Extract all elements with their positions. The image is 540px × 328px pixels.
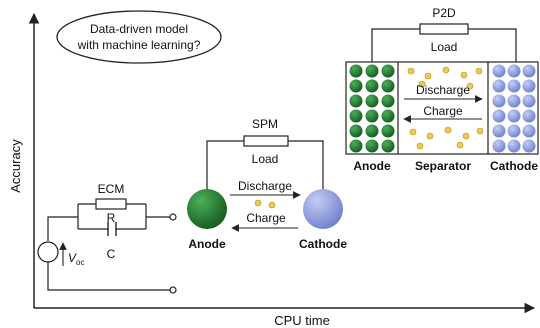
ecm-voltage-label: Voc [68, 251, 84, 267]
p2d-anode-particle [365, 109, 379, 123]
p2d-cathode-particle [507, 109, 521, 123]
p2d-separator-label: Separator [415, 159, 471, 173]
ecm-wire-bottom [47, 262, 170, 291]
p2d-anode-particle [381, 109, 395, 123]
p2d-charge-label: Charge [423, 104, 463, 118]
p2d-model: P2D Load Discharge Charge Anode Separato… [345, 6, 539, 173]
p2d-anode-particle [349, 124, 363, 138]
ecm-wire-top [47, 216, 78, 241]
data-driven-callout: Data-driven model with machine learning? [56, 10, 222, 64]
p2d-cathode-particle [522, 109, 536, 123]
spm-discharge-label: Discharge [238, 179, 292, 193]
p2d-anode-particle [381, 124, 395, 138]
p2d-anode-particle [365, 64, 379, 78]
p2d-ion [418, 80, 426, 88]
p2d-cathode-label: Cathode [490, 159, 538, 173]
ecm-voltage-source [37, 241, 59, 263]
ecm-resistor-label: R [107, 211, 116, 225]
p2d-ion [424, 72, 432, 80]
p2d-ion [466, 82, 474, 90]
ecm-title: ECM [98, 182, 125, 196]
spm-load-label: Load [252, 152, 279, 166]
p2d-title: P2D [432, 6, 456, 20]
p2d-cathode-particle [492, 64, 506, 78]
p2d-ion [476, 127, 484, 135]
p2d-cathode-particle [492, 139, 506, 153]
callout-ellipse [56, 10, 222, 64]
p2d-cathode-particle [507, 79, 521, 93]
p2d-ion [456, 141, 464, 149]
ecm-capacitor-label: C [107, 247, 116, 261]
p2d-anode-particle [365, 139, 379, 153]
x-axis-label: CPU time [274, 313, 330, 328]
p2d-anode-particle [349, 64, 363, 78]
ecm-resistor [95, 198, 127, 210]
p2d-cathode-particle [522, 139, 536, 153]
spm-cathode-label: Cathode [299, 237, 347, 251]
p2d-cathode-particles [492, 64, 536, 153]
p2d-ion [407, 67, 415, 75]
p2d-cathode-particle [507, 124, 521, 138]
p2d-cathode-particle [507, 139, 521, 153]
p2d-cathode-particle [522, 124, 536, 138]
spm-anode-label: Anode [188, 237, 226, 251]
p2d-cathode-particle [492, 79, 506, 93]
p2d-anode-particle [349, 109, 363, 123]
y-axis-label: Accuracy [8, 139, 23, 193]
p2d-anode-particle [365, 94, 379, 108]
p2d-load-resistor [419, 23, 469, 35]
ecm-terminal-top [169, 213, 177, 221]
callout-line-1: Data-driven model [90, 22, 188, 36]
p2d-ions [407, 66, 484, 150]
p2d-cathode-particle [522, 79, 536, 93]
ecm-voltage-subscript: oc [76, 258, 84, 267]
p2d-anode-particles [349, 64, 395, 153]
p2d-cell-frame [345, 61, 539, 155]
ecm-circuit: ECM R C Voc [37, 182, 177, 294]
p2d-cathode-particle [492, 109, 506, 123]
p2d-cathode-particle [522, 94, 536, 108]
p2d-ion [475, 67, 483, 75]
spm-model: SPM Load Discharge Charge Anode Cathode [187, 117, 347, 251]
spm-cathode-particle [303, 189, 343, 229]
p2d-load-label: Load [431, 40, 458, 54]
p2d-cathode-particle [522, 64, 536, 78]
spm-anode-particle [187, 189, 227, 229]
p2d-cathode-particle [507, 94, 521, 108]
p2d-ion [416, 142, 424, 150]
p2d-anode-particle [349, 94, 363, 108]
p2d-discharge-label: Discharge [416, 83, 470, 97]
spm-ion [268, 201, 276, 209]
callout-line-2: with machine learning? [77, 38, 201, 52]
p2d-anode-particle [365, 79, 379, 93]
p2d-cathode-particle [507, 64, 521, 78]
p2d-circuit-wire [371, 28, 517, 62]
p2d-anode-particle [381, 94, 395, 108]
p2d-ion [460, 71, 468, 79]
spm-load-resistor [243, 135, 289, 147]
p2d-anode-particle [349, 139, 363, 153]
p2d-ion [444, 126, 452, 134]
p2d-anode-particle [365, 124, 379, 138]
p2d-ion [442, 66, 450, 74]
p2d-anode-particle [381, 79, 395, 93]
spm-charge-label: Charge [246, 211, 286, 225]
spm-ion [254, 199, 262, 207]
spm-circuit-wire [206, 140, 324, 190]
p2d-cathode-particle [492, 94, 506, 108]
p2d-anode-particle [349, 79, 363, 93]
p2d-anode-particle [381, 139, 395, 153]
spm-title: SPM [252, 117, 278, 131]
p2d-ion [409, 128, 417, 136]
p2d-anode-label: Anode [353, 159, 391, 173]
p2d-ion [462, 132, 470, 140]
p2d-ion [426, 132, 434, 140]
p2d-cathode-particle [492, 124, 506, 138]
axes: CPU time Accuracy [8, 12, 536, 328]
ecm-terminal-bottom [169, 286, 177, 294]
p2d-anode-particle [381, 64, 395, 78]
